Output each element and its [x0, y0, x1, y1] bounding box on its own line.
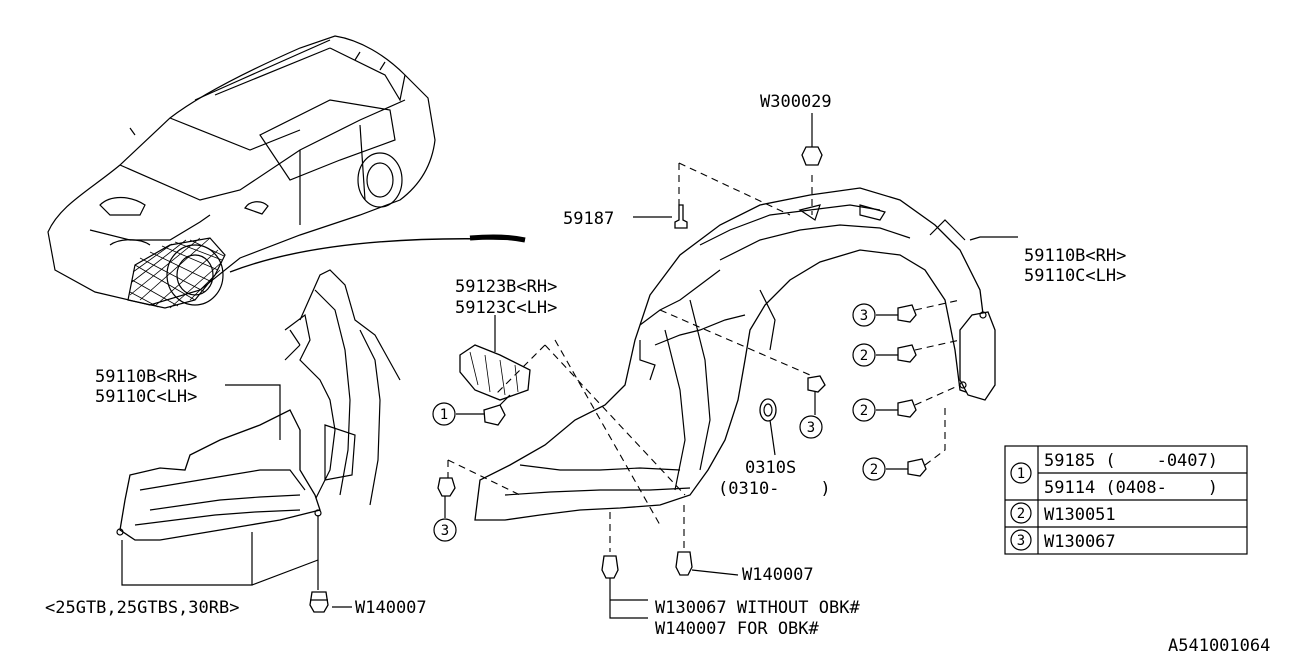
legend-row-2: 2 W130051 [1010, 502, 1116, 525]
label-w140007-note: W140007 FOR OBK# [655, 619, 820, 639]
part-59123 [456, 315, 531, 426]
svg-text:3: 3 [807, 420, 815, 436]
fasteners [437, 113, 1018, 619]
callout-2-right-bottom: 2 [862, 457, 886, 481]
callout-3-left: 3 [433, 518, 457, 542]
clip-1-left [456, 394, 511, 426]
car-illustration [47, 35, 526, 309]
label-w300029: W300029 [760, 92, 832, 112]
clip-2-right-mid [876, 399, 917, 418]
label-w140007-left: W140007 [355, 598, 427, 618]
callout-3-center: 3 [799, 415, 823, 439]
label-59123c: 59123C<LH> [455, 298, 557, 318]
legend-row-1: 1 59185 ( -0407) 59114 (0408- ) [1010, 451, 1218, 498]
label-0310-range: (0310- ) [718, 479, 831, 499]
svg-text:2: 2 [1017, 506, 1025, 522]
callouts: 1 3 3 3 2 2 2 [432, 303, 886, 542]
svg-text:2: 2 [860, 403, 868, 419]
svg-text:3: 3 [441, 523, 449, 539]
leader-curve [229, 238, 526, 273]
clip-2-right-top [876, 344, 917, 363]
label-59110b-left: 59110B<RH> [95, 367, 197, 387]
legend-part-59185: 59185 ( -0407) [1044, 451, 1218, 471]
main-fender-liner [474, 187, 996, 521]
dashed-leaders [447, 162, 961, 552]
label-59187: 59187 [563, 209, 614, 229]
clip-w300029 [801, 113, 823, 166]
svg-text:2: 2 [860, 348, 868, 364]
callout-2-right-top: 2 [852, 343, 876, 367]
svg-text:3: 3 [1017, 533, 1025, 549]
label-w130067-note: W130067 WITHOUT OBK# [655, 598, 860, 618]
label-models: <25GTB,25GTBS,30RB> [45, 598, 239, 618]
svg-text:1: 1 [1017, 466, 1025, 482]
bolt-w140007-center [675, 551, 739, 576]
svg-text:2: 2 [870, 462, 878, 478]
screw-59187 [633, 204, 688, 229]
bolt-3-center [807, 375, 826, 415]
svg-text:3: 3 [860, 308, 868, 324]
bolt-w130067 [601, 555, 648, 619]
callout-1-left: 1 [432, 402, 456, 426]
legend-part-59114: 59114 (0408- ) [1044, 478, 1218, 498]
label-59110c-left: 59110C<LH> [95, 387, 197, 407]
left-fender-detail [116, 269, 401, 613]
callout-2-right-mid: 2 [852, 398, 876, 422]
bolt-3-left [437, 477, 456, 518]
label-0310s: 0310S [745, 458, 796, 478]
clip-2-right-bottom [886, 458, 927, 477]
clip-3-right [876, 304, 917, 323]
washer-0310s [759, 398, 777, 456]
bolt-w140007-left [309, 591, 352, 613]
legend-row-3: 3 W130067 [1010, 529, 1116, 552]
label-59110b-right: 59110B<RH> [1024, 246, 1126, 266]
label-59110c-right: 59110C<LH> [1024, 266, 1126, 286]
liner-mesh-pattern [129, 237, 225, 309]
label-59123b: 59123B<RH> [455, 277, 557, 297]
diagram-id: A541001064 [1168, 636, 1270, 653]
legend-part-w130067: W130067 [1044, 532, 1116, 552]
svg-text:1: 1 [440, 407, 448, 423]
part-labels: W300029 59187 59123B<RH> 59123C<LH> 5911… [45, 92, 1270, 653]
legend-table: 1 59185 ( -0407) 59114 (0408- ) 2 W13005… [1004, 445, 1248, 555]
label-w140007-center: W140007 [742, 565, 814, 585]
callout-3-right: 3 [852, 303, 876, 327]
legend-part-w130051: W130051 [1044, 505, 1116, 525]
